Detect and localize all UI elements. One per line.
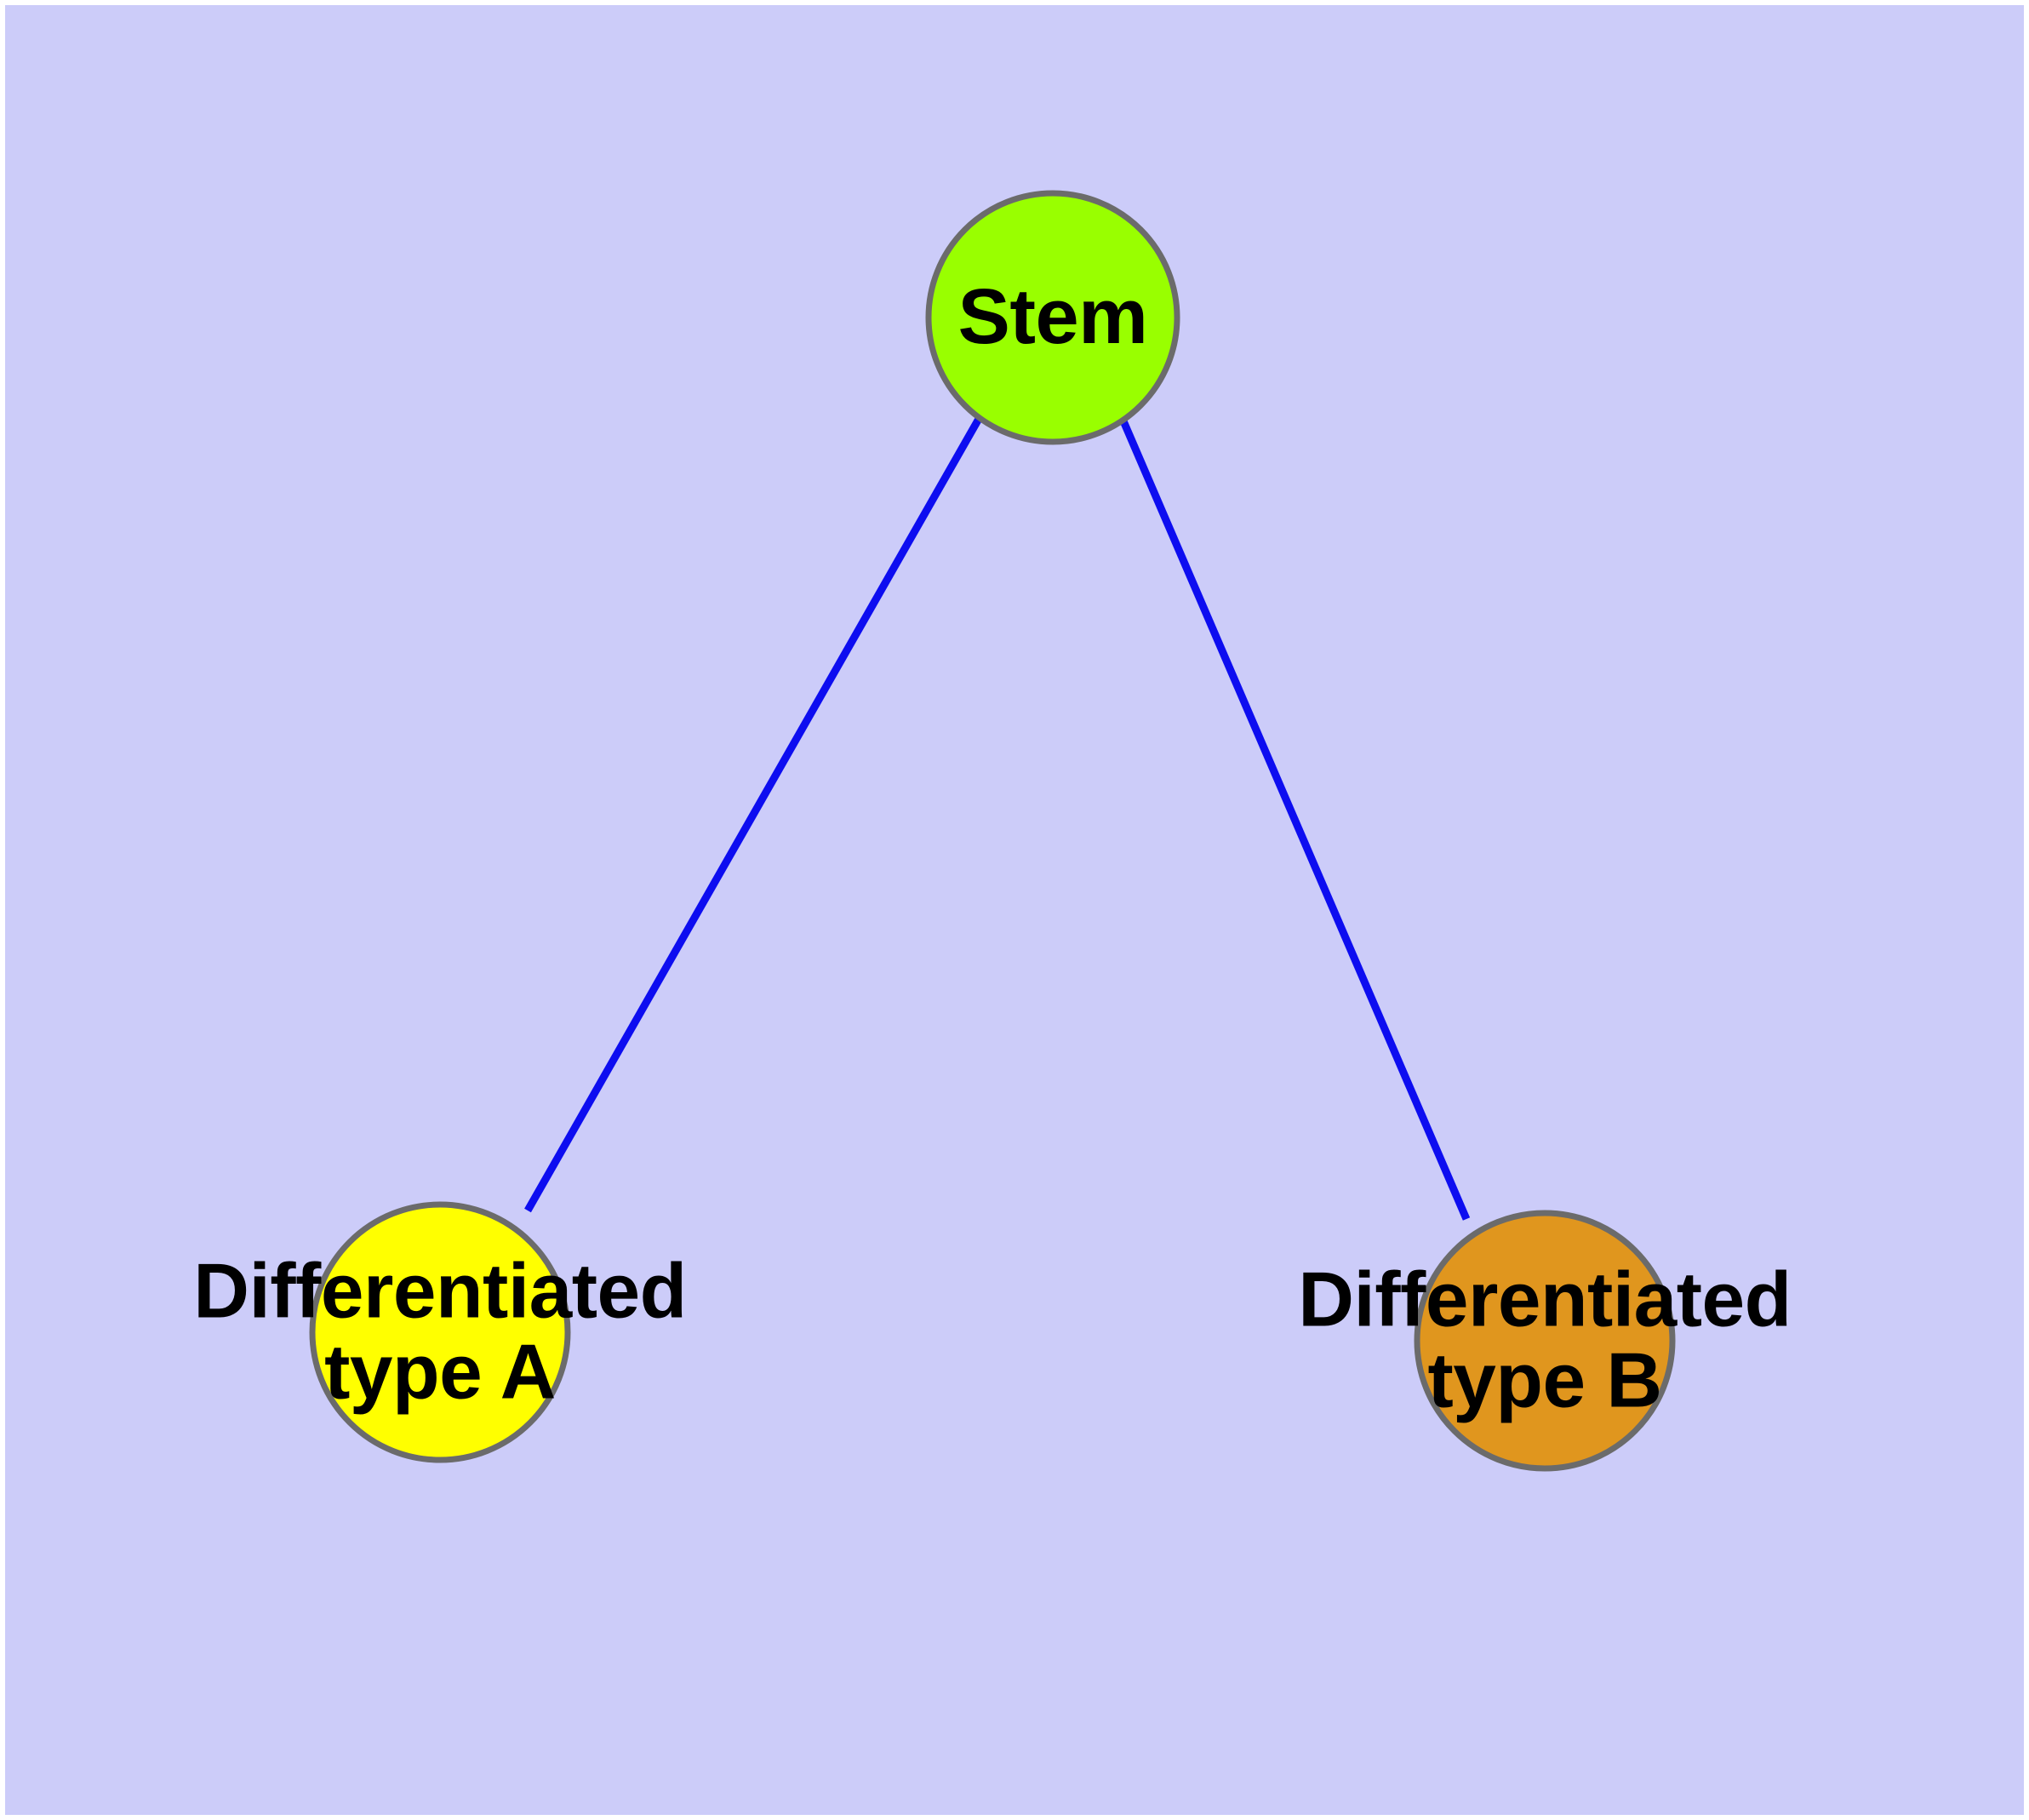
diagram-plot-area: Stem Differentiated type A Differentiate…: [5, 5, 2024, 1815]
node-differentiated-type-b[interactable]: [1414, 1210, 1676, 1472]
graph-svg: [309, 190, 1676, 1472]
edge-stem-to-differentiated-type-a: [524, 416, 982, 1213]
node-differentiated-type-a[interactable]: [309, 1201, 571, 1463]
edge-layer: [524, 415, 1471, 1221]
edge-stem-to-differentiated-type-b: [1117, 415, 1471, 1221]
node-stem[interactable]: [925, 190, 1180, 445]
node-layer: [309, 190, 1676, 1472]
